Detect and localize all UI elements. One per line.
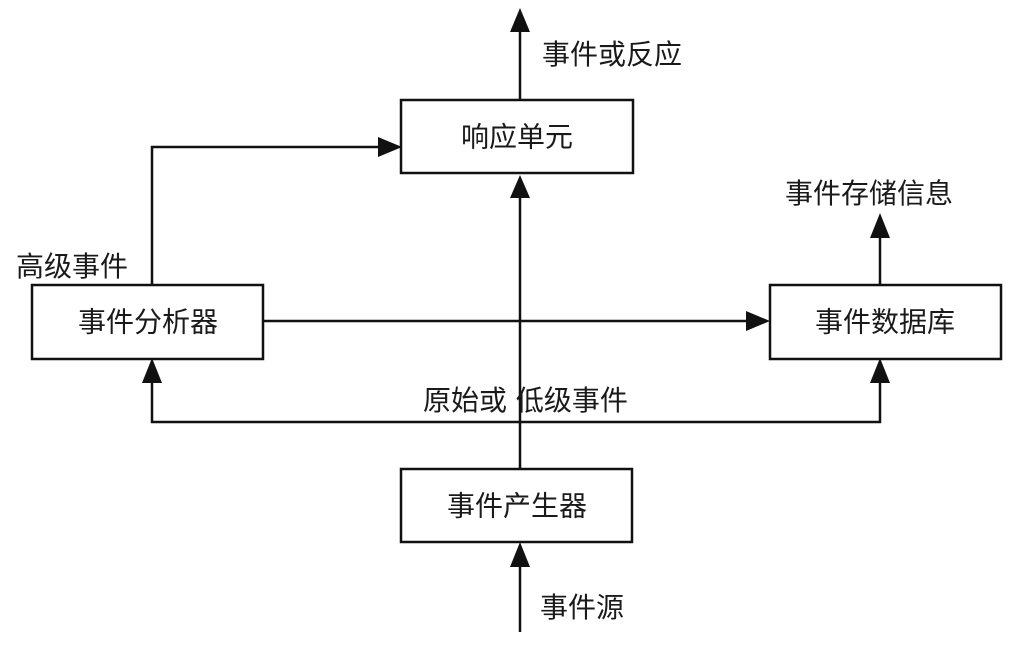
arrowhead-response-output	[510, 8, 530, 32]
label-event-source: 事件源	[540, 591, 624, 624]
arrowhead-bus-to-database	[870, 358, 890, 383]
node-response-unit-label: 响应单元	[461, 121, 573, 154]
node-event-database: 事件数据库	[768, 283, 1003, 361]
arrowhead-database-output	[870, 213, 890, 238]
label-event-storage-info: 事件存储信息	[785, 177, 953, 210]
node-event-database-label: 事件数据库	[815, 306, 955, 339]
arrowhead-bus-to-analyzer	[142, 358, 162, 383]
arrowhead-source-to-generator	[510, 542, 530, 567]
node-event-generator-label: 事件产生器	[447, 490, 587, 523]
edge-raw-event-bus	[150, 375, 882, 424]
arrowhead-generator-to-response	[510, 175, 530, 198]
label-high-level-event: 高级事件	[16, 250, 128, 283]
node-event-analyzer-label: 事件分析器	[78, 306, 218, 339]
arrowhead-analyzer-to-database	[746, 311, 770, 331]
node-response-unit: 响应单元	[399, 98, 635, 175]
node-event-generator: 事件产生器	[399, 467, 634, 544]
edge-analyzer-to-response	[150, 145, 385, 287]
label-raw-or-low-level-event: 原始或 低级事件	[423, 384, 628, 417]
node-event-analyzer: 事件分析器	[30, 283, 265, 361]
label-event-or-reaction: 事件或反应	[542, 38, 682, 71]
arrowhead-analyzer-to-response	[378, 137, 402, 157]
